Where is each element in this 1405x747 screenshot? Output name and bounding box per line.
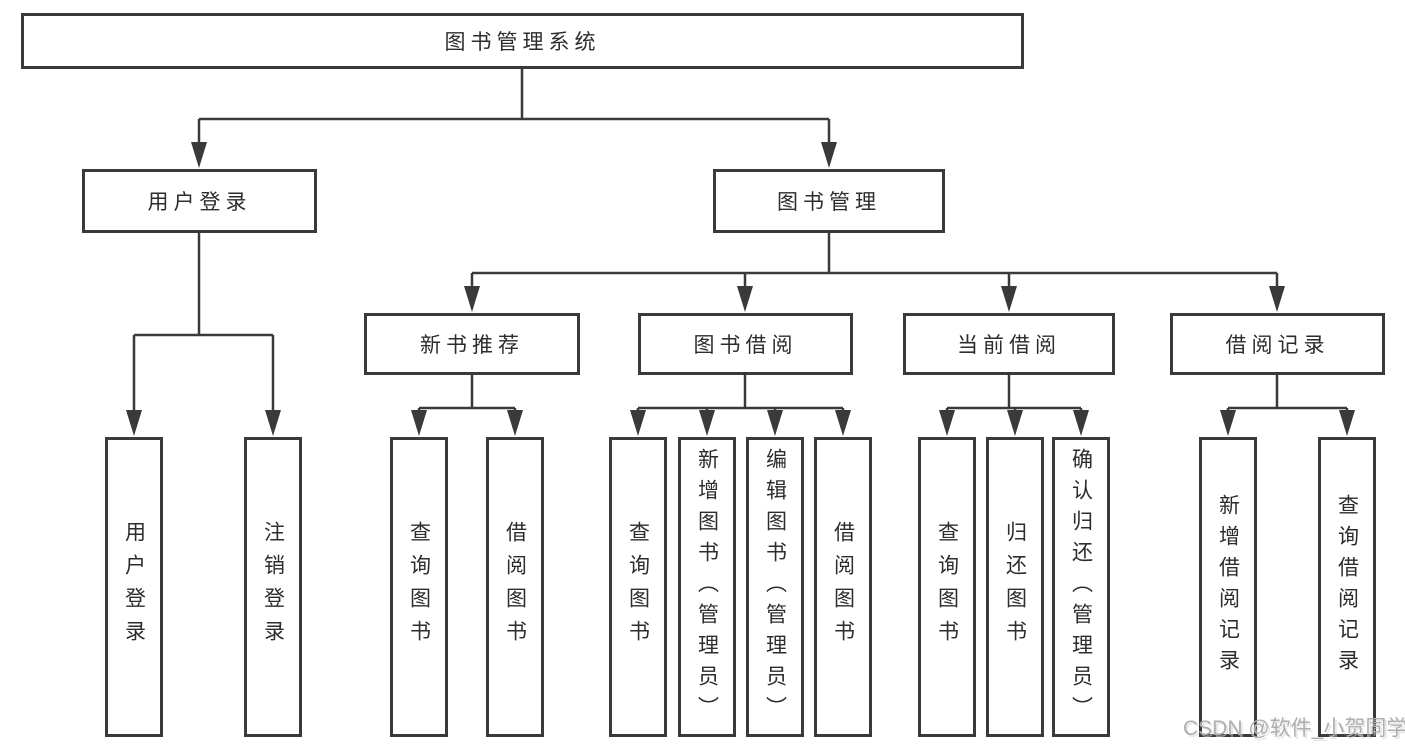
node-leaf-edit-books-admin: 编辑图书（管理员） (746, 437, 804, 737)
node-leaf-add-books-admin: 新增图书（管理员） (678, 437, 736, 737)
edge-user-login-children (126, 233, 281, 436)
node-leaf-confirm-return-admin: 确认归还（管理员） (1052, 437, 1110, 737)
node-leaf-query-books-1: 查询图书 (390, 437, 448, 737)
node-new-book-recommend: 新书推荐 (364, 313, 580, 375)
node-leaf-logout: 注销登录 (244, 437, 302, 737)
watermark: CSDN @软件_小贺同学 (1183, 717, 1405, 740)
node-book-management: 图书管理 (713, 169, 945, 233)
node-leaf-query-books-2: 查询图书 (609, 437, 667, 737)
edge-book-mgmt-to-level3 (464, 233, 1285, 312)
edge-root-to-level2 (191, 69, 837, 168)
node-leaf-borrow-books-1: 借阅图书 (486, 437, 544, 737)
edge-current-borrow-children (939, 375, 1089, 436)
node-leaf-borrow-books-2: 借阅图书 (814, 437, 872, 737)
node-current-borrowing: 当前借阅 (903, 313, 1115, 375)
node-leaf-query-borrow-record: 查询借阅记录 (1318, 437, 1376, 737)
node-book-borrowing: 图书借阅 (638, 313, 853, 375)
edge-book-borrow-children (630, 375, 851, 436)
node-borrowing-records: 借阅记录 (1170, 313, 1385, 375)
node-leaf-user-login: 用户登录 (105, 437, 163, 737)
node-leaf-query-books-3: 查询图书 (918, 437, 976, 737)
edge-new-book-rec-children (411, 375, 523, 436)
node-leaf-return-books: 归还图书 (986, 437, 1044, 737)
node-user-login: 用户登录 (82, 169, 317, 233)
node-leaf-add-borrow-record: 新增借阅记录 (1199, 437, 1257, 737)
node-library-management-system: 图书管理系统 (21, 13, 1024, 69)
edge-borrow-records-children (1220, 375, 1355, 436)
